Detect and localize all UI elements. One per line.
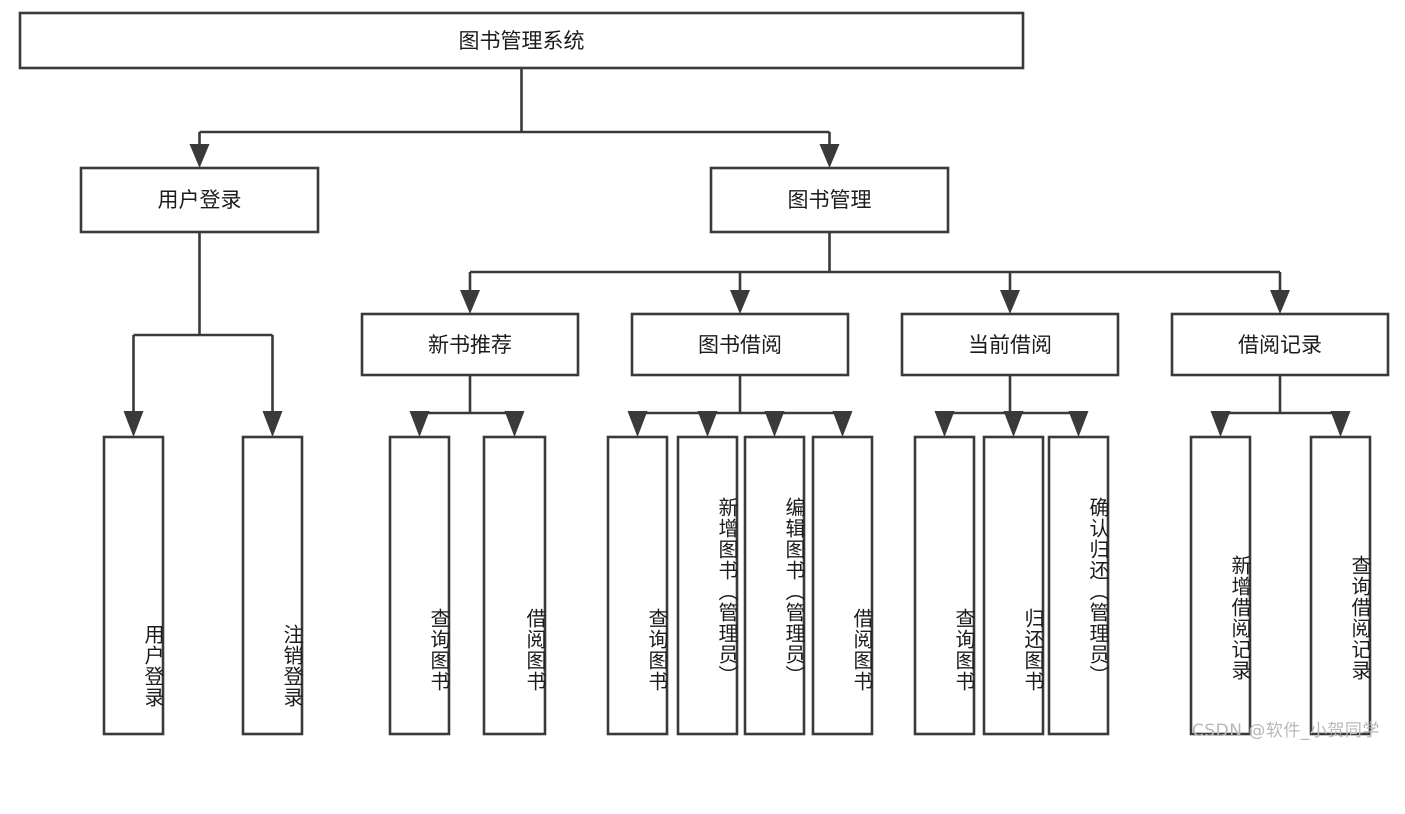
leaf-box-query-book-2[interactable] (606, 435, 669, 736)
arrow-to-leaf-edit-book (764, 411, 785, 437)
arrow-to-leaf-return-book (1003, 411, 1024, 437)
arrow-to-book-manage (819, 144, 840, 168)
node-box-book-borrow[interactable] (630, 312, 850, 377)
csdn-watermark: CSDN @软件_小贺同学 (1192, 721, 1380, 741)
leaf-box-user-login[interactable] (102, 435, 165, 736)
diagram-svg: 图书管理系统 用户登录 图书管理 新书推荐 图书借阅 当前借阅 借阅记录 (18, 11, 1390, 736)
leaf-box-return-book[interactable] (982, 435, 1045, 736)
leaf-box-edit-book[interactable] (743, 435, 806, 736)
arrow-to-current-borrow (1000, 290, 1020, 314)
node-box-current-borrow[interactable] (900, 312, 1120, 377)
arrow-to-new-book-rec (460, 290, 480, 314)
node-box-borrow-record[interactable] (1170, 312, 1390, 377)
node-label-root: 图书管理系统 (459, 29, 585, 53)
leaf-box-query-book-1[interactable] (388, 435, 451, 736)
leaf-box-borrow-book-1[interactable] (482, 435, 547, 736)
node-box-user-login[interactable] (79, 166, 320, 234)
diagram-canvas: 图书管理系统 用户登录 图书管理 新书推荐 图书借阅 当前借阅 借阅记录 用户登… (18, 11, 1390, 741)
arrow-to-leaf-borrow-book-1 (504, 411, 525, 437)
leaf-box-query-record[interactable] (1309, 435, 1372, 736)
leaf-box-add-book[interactable] (676, 435, 739, 736)
leaf-box-query-book-3[interactable] (913, 435, 976, 736)
arrow-to-book-borrow (730, 290, 750, 314)
arrow-to-leaf-query-book-2 (627, 411, 648, 437)
leaf-box-add-record[interactable] (1189, 435, 1252, 736)
arrow-to-leaf-add-record (1210, 411, 1231, 437)
arrow-to-leaf-user-login (123, 411, 144, 437)
node-box-book-manage[interactable] (709, 166, 950, 234)
arrow-to-leaf-logout (262, 411, 283, 437)
arrow-to-user-login (189, 144, 210, 168)
arrow-to-leaf-query-record (1330, 411, 1351, 437)
node-label-user-login: 用户登录 (158, 188, 242, 212)
node-label-borrow-record: 借阅记录 (1238, 333, 1322, 357)
leaf-box-confirm-return[interactable] (1047, 435, 1110, 736)
node-label-book-borrow: 图书借阅 (698, 333, 782, 357)
arrow-to-leaf-query-book-1 (409, 411, 430, 437)
node-box-new-book-rec[interactable] (360, 312, 580, 377)
node-group (18, 11, 1390, 736)
node-label-new-book-rec: 新书推荐 (428, 333, 512, 357)
arrow-to-leaf-borrow-book-2 (832, 411, 853, 437)
node-label-group: 图书管理系统 用户登录 图书管理 新书推荐 图书借阅 当前借阅 借阅记录 (158, 29, 1323, 357)
arrow-to-borrow-record (1270, 290, 1290, 314)
node-label-book-manage: 图书管理 (788, 188, 872, 212)
edge-group (123, 68, 1351, 437)
leaf-box-logout[interactable] (241, 435, 304, 736)
arrow-to-leaf-confirm-return (1068, 411, 1089, 437)
node-box-root[interactable] (18, 11, 1025, 70)
arrow-to-leaf-query-book-3 (934, 411, 955, 437)
arrow-to-leaf-add-book (697, 411, 718, 437)
leaf-box-borrow-book-2[interactable] (811, 435, 874, 736)
node-label-current-borrow: 当前借阅 (968, 333, 1052, 357)
